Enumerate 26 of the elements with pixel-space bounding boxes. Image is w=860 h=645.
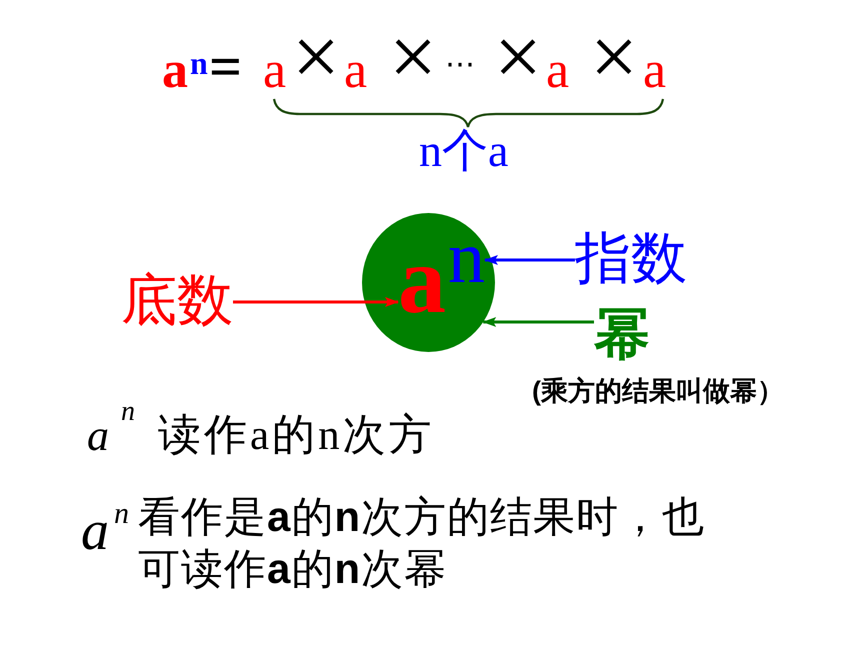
arrow (233, 297, 399, 307)
base-label: 底数 (121, 273, 233, 329)
variable-letter: a (643, 45, 666, 97)
variable-letter: a (546, 45, 570, 97)
explanation-text: 看作是a的n次方的结果时，也可读作a的n次幂 (138, 492, 706, 594)
base-letter: a (398, 232, 446, 328)
highlight-circle (362, 213, 495, 352)
math-expression: a$^{n}$ (87, 407, 135, 462)
ellipsis: ⋯ (445, 50, 475, 80)
variable-letter: a (263, 45, 286, 97)
exponent-letter: n (448, 221, 485, 295)
variable-letter: a (344, 45, 368, 97)
arrow (482, 317, 594, 327)
times-sign: × (494, 15, 542, 100)
exponent-label: 指数 (575, 231, 687, 287)
power-label: 幂 (594, 307, 650, 363)
times-sign: × (590, 15, 638, 100)
math-expression: a$^{n}$ (81, 503, 129, 559)
arrow (484, 255, 575, 265)
power-note: (乘方的结果叫做幂） (532, 378, 784, 405)
brace-label: n个a (419, 128, 508, 174)
times-sign: × (292, 15, 340, 100)
times-sign: × (389, 15, 437, 100)
reading-text: 读作a的n次方 (158, 414, 435, 457)
equals-sign: = (209, 38, 242, 96)
power-expression: a$^{n}$ (162, 45, 208, 97)
